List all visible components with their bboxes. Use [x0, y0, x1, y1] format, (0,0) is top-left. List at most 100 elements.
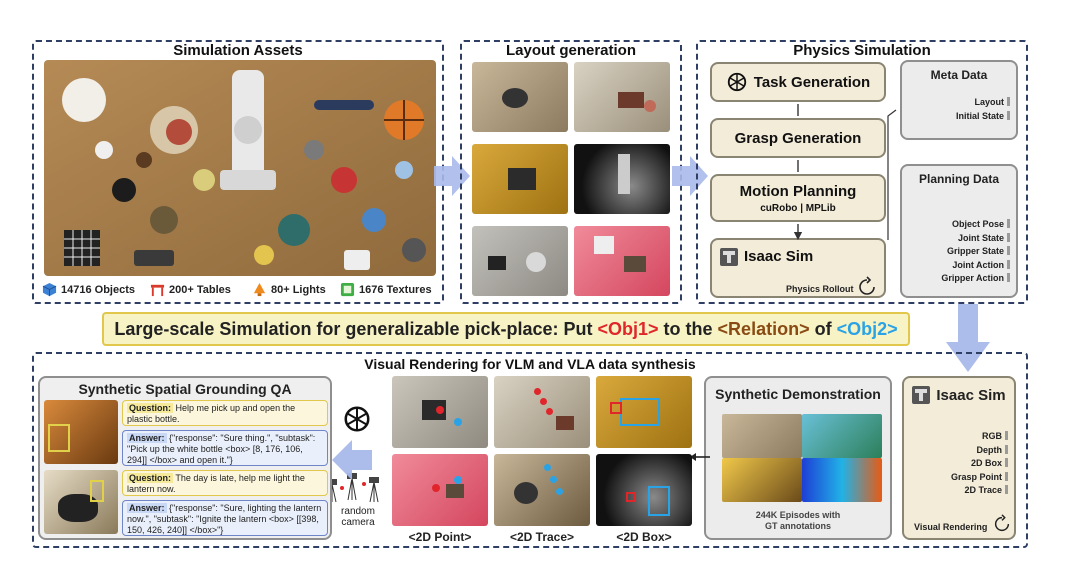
planning-item: Gripper Action [941, 272, 1010, 286]
grasp-generation-stage: Grasp Generation [710, 118, 886, 158]
render-item: Depth [951, 444, 1008, 458]
task-banner: Large-scale Simulation for generalizable… [102, 312, 910, 346]
assets-collage-image [44, 60, 436, 276]
render-cycle-icon [994, 514, 1010, 532]
meta-data-title: Meta Data [930, 68, 988, 82]
demo-rgb-image-2 [722, 458, 802, 502]
render-item: Grasp Point [951, 471, 1008, 485]
question-label: Question: [127, 403, 173, 413]
simulation-assets-title: Simulation Assets [173, 42, 303, 59]
answer-1-text: {"response": "Sure thing.", "subtask": "… [127, 433, 316, 465]
visual-rendering-title: Visual Rendering for VLM and VLA data sy… [364, 356, 696, 372]
qa-answer-2: Answer: {"response": "Sure, lighting the… [122, 500, 328, 536]
openai-logo-icon [344, 406, 370, 432]
visual-rendering-panel: Visual Rendering for VLM and VLA data sy… [32, 352, 1028, 548]
stat-tables: 200+ Tables [150, 282, 231, 297]
arrow-layout-to-physics [672, 156, 708, 196]
grounding-box-1 [596, 376, 692, 448]
isaac-sim-render-header: Isaac Sim [904, 386, 1014, 404]
demo-episodes-line2: GT annotations [765, 521, 831, 531]
isaac-sim-render-box: Isaac Sim RGB Depth 2D Box Grasp Point 2… [902, 376, 1016, 540]
isaac-sim-logo-icon [912, 386, 931, 404]
qa-question-2: Question: The day is late, help me light… [122, 470, 328, 496]
task-generation-label: Task Generation [753, 73, 871, 91]
openai-logo-icon [727, 72, 746, 92]
physics-simulation-title: Physics Simulation [793, 42, 931, 59]
isaac-sim-physics-label: Isaac Sim [744, 248, 814, 265]
synthetic-demonstration-box: Synthetic Demonstration 244K Episodes wi… [704, 376, 892, 540]
planning-data-box: Planning Data Object Pose Joint State Gr… [900, 164, 1018, 298]
question-2-text: The day is late, help me light the lante… [127, 473, 305, 494]
qa-scene-2 [44, 470, 118, 534]
demo-seg-image [802, 414, 882, 458]
caption-2d-trace: <2D Trace> [509, 530, 575, 544]
layout-scene-5 [472, 226, 568, 296]
arrow-physics-to-rendering [946, 304, 990, 372]
cube-icon [42, 282, 57, 297]
physics-flow-arrows [793, 104, 897, 241]
layout-scene-3 [472, 144, 568, 214]
layout-scene-1 [472, 62, 568, 132]
banner-obj2: <Obj2> [836, 318, 898, 339]
stat-tables-label: 200+ Tables [169, 283, 231, 296]
meta-data-list: Layout Initial State [956, 96, 1010, 123]
motion-planning-sub: cuRobo | MPLib [760, 202, 836, 214]
answer-label: Answer: [127, 433, 167, 443]
grounding-point-1 [392, 376, 488, 448]
planning-item: Object Pose [941, 218, 1010, 232]
question-1-text: Help me pick up and open the plastic bot… [127, 403, 296, 424]
planning-data-title: Planning Data [918, 172, 999, 186]
planning-item: Gripper State [941, 245, 1010, 259]
answer-2-text: {"response": "Sure, lighting the lantern… [127, 503, 322, 535]
arrow-grounding-to-qa [332, 440, 372, 480]
meta-item: Initial State [956, 110, 1010, 124]
render-item: RGB [951, 430, 1008, 444]
isaac-sim-logo-icon [720, 248, 738, 266]
render-item: 2D Box [951, 457, 1008, 471]
grounding-trace-1 [494, 376, 590, 448]
meta-item: Layout [956, 96, 1010, 110]
grounding-box-2 [596, 454, 692, 526]
synthetic-demonstration-title: Synthetic Demonstration [715, 386, 881, 402]
stat-textures-label: 1676 Textures [359, 283, 432, 296]
layout-scene-6 [574, 226, 670, 296]
qa-title: Synthetic Spatial Grounding QA [78, 381, 292, 397]
grounding-trace-2 [494, 454, 590, 526]
banner-relation: <Relation> [717, 318, 810, 339]
banner-prefix: Large-scale Simulation for generalizable… [114, 318, 598, 339]
planning-item: Joint State [941, 232, 1010, 246]
demo-depth-image [802, 458, 882, 502]
caption-2d-point: <2D Point> [408, 530, 472, 544]
stat-lights: 80+ Lights [252, 282, 326, 297]
grasp-generation-label: Grasp Generation [734, 129, 862, 147]
stat-lights-label: 80+ Lights [271, 283, 326, 296]
render-item: 2D Trace [951, 484, 1008, 498]
answer-label: Answer: [127, 503, 167, 513]
motion-planning-stage: Motion Planning cuRobo | MPLib [710, 174, 886, 222]
planning-data-list: Object Pose Joint State Gripper State Jo… [941, 218, 1010, 286]
random-camera-label: random camera [341, 506, 375, 528]
texture-icon [340, 282, 355, 297]
layout-generation-title: Layout generation [505, 42, 636, 59]
grounding-point-2 [392, 454, 488, 526]
table-icon [150, 284, 165, 297]
lamp-icon [253, 282, 266, 297]
layout-scene-4 [574, 144, 670, 214]
stat-objects: 14716 Objects [42, 282, 135, 297]
banner-obj1: <Obj1> [597, 318, 659, 339]
layout-scene-2 [574, 62, 670, 132]
qa-scene-1 [44, 400, 118, 464]
meta-data-box: Meta Data Layout Initial State [900, 60, 1018, 140]
demo-rgb-image [722, 414, 802, 458]
question-label: Question: [127, 473, 173, 483]
isaac-sim-render-title: Isaac Sim [936, 386, 1006, 404]
caption-2d-box: <2D Box> [616, 530, 672, 544]
stat-objects-label: 14716 Objects [61, 283, 135, 296]
stat-textures: 1676 Textures [340, 282, 432, 297]
planning-item: Joint Action [941, 259, 1010, 273]
demo-episodes-line1: 244K Episodes with [755, 510, 841, 520]
banner-mid1: to the [658, 318, 718, 339]
render-output-list: RGB Depth 2D Box Grasp Point 2D Trace [951, 430, 1008, 498]
motion-planning-label: Motion Planning [739, 182, 857, 200]
rollout-cycle-icon [859, 276, 875, 295]
